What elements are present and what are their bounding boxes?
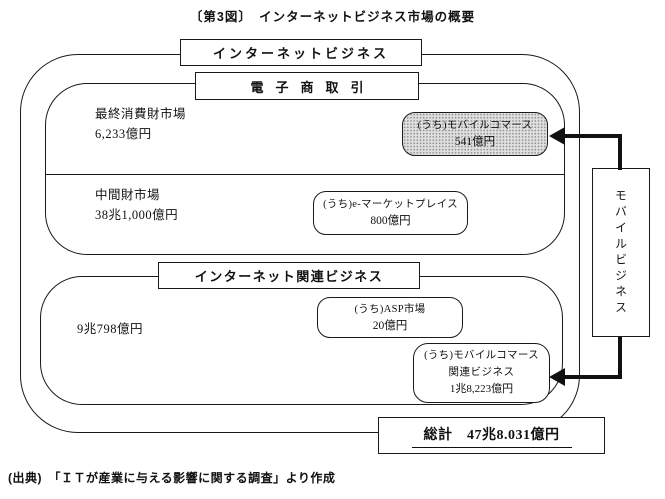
mobile-related-callout: (うち)モバイルコマース 関連ビジネス 1兆8,223億円 [413, 343, 550, 403]
final-consumer-market-value: 6,233億円 [95, 126, 152, 141]
source-note: (出典) 「ＩＴが産業に与える影響に関する調査」より作成 [8, 471, 336, 485]
ec-divider-line [45, 174, 565, 175]
related-business-label: インターネット関連ビジネス [158, 262, 420, 289]
emarketplace-callout-title: (うち)e-マーケットプレイス [323, 199, 458, 210]
final-consumer-market-name: 最終消費財市場 [95, 107, 187, 121]
asp-callout: (うち)ASP市場 20億円 [317, 297, 463, 338]
arrow-bottom-vertical-line [618, 337, 622, 379]
arrow-top-horizontal-line [564, 134, 622, 138]
related-business-value: 9兆798億円 [77, 322, 144, 336]
mobile-related-callout-value: 1兆8,223億円 [449, 383, 514, 396]
ec-label: 電子商取引 [195, 72, 419, 100]
intermediate-market-name: 中間財市場 [95, 188, 161, 202]
internet-business-label: インターネットビジネス [180, 39, 422, 66]
mobile-business-label: モバイルビジネス [613, 188, 628, 317]
mobile-business-box: モバイルビジネス [592, 168, 650, 337]
mobile-commerce-callout: (うち)モバイルコマース 541億円 [402, 112, 548, 156]
asp-callout-value: 20億円 [372, 319, 408, 332]
total-box: 総計 47兆8.031億円 [378, 417, 605, 454]
intermediate-market-value: 38兆1,000億円 [95, 207, 179, 222]
arrow-left-top-icon [549, 127, 565, 145]
final-consumer-market: 最終消費財市場 6,233億円 [95, 105, 186, 144]
asp-callout-title: (うち)ASP市場 [354, 303, 426, 315]
mobile-commerce-callout-value: 541億円 [454, 136, 496, 148]
figure-title: 〔第3図〕 インターネットビジネス市場の概要 [189, 10, 476, 24]
emarketplace-callout: (うち)e-マーケットプレイス 800億円 [313, 191, 468, 235]
arrow-bottom-horizontal-line [564, 375, 622, 379]
total-label: 総計 47兆8.031億円 [411, 424, 572, 448]
emarketplace-callout-value: 800億円 [370, 215, 411, 227]
intermediate-market: 中間財市場 38兆1,000億円 [95, 186, 178, 225]
mobile-related-callout-subtitle: 関連ビジネス [448, 366, 515, 378]
arrow-left-bottom-icon [549, 368, 565, 386]
arrow-top-vertical-line [618, 134, 622, 170]
mobile-related-callout-title: (うち)モバイルコマース [424, 350, 539, 362]
mobile-commerce-callout-title: (うち)モバイルコマース [417, 120, 533, 131]
